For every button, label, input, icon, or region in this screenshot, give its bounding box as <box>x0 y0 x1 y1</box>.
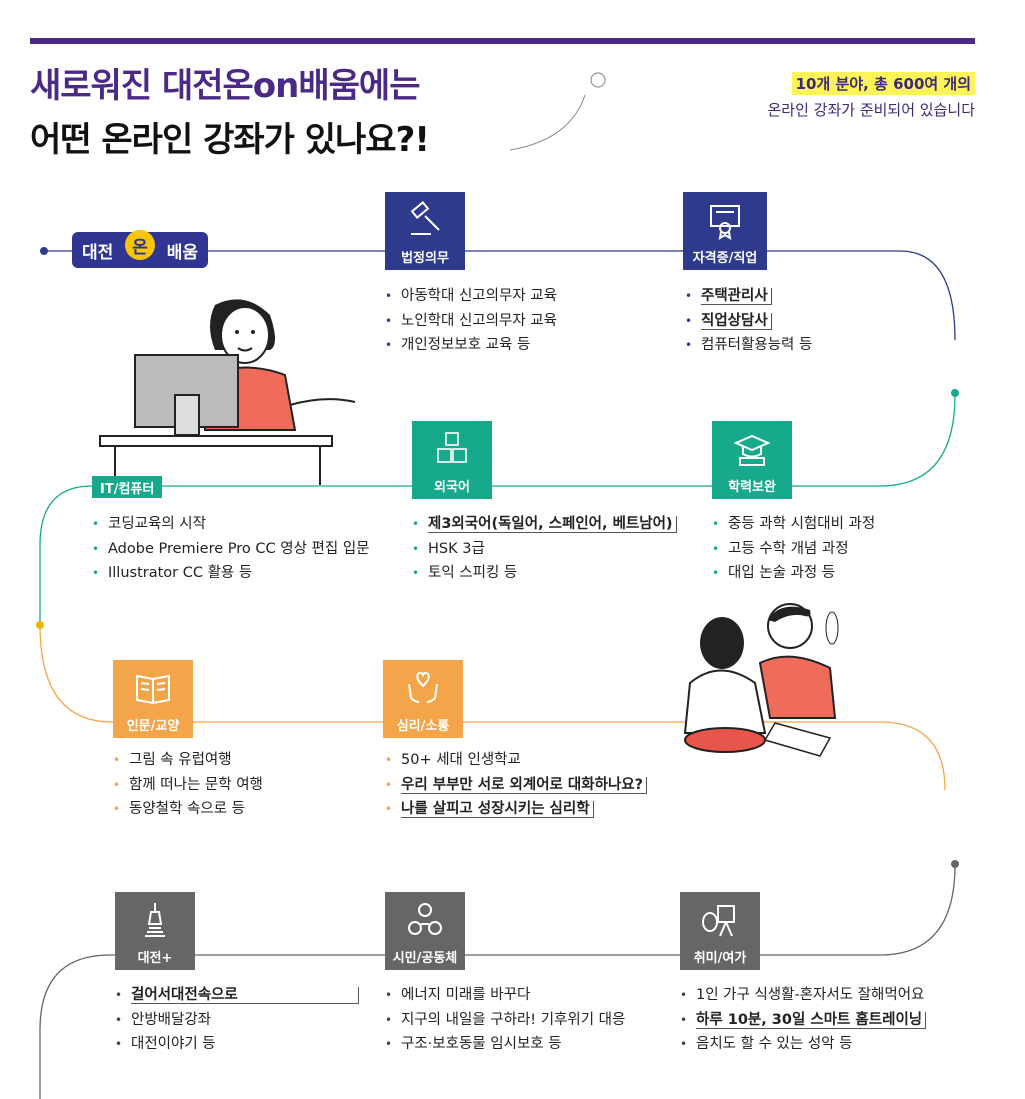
academic-support-list: 중등 과학 시험대비 과정 고등 수학 개념 과정 대입 논술 과정 등 <box>712 512 875 586</box>
hobby-leisure-list: 1인 가구 식생활-혼자서도 잘해먹어요 하루 10분, 30일 스마트 홈트레… <box>680 983 927 1057</box>
list-item: 직업상담사 <box>685 309 812 334</box>
logo-right: 배움 <box>166 242 198 263</box>
subtitle-line-2: 온라인 강좌가 준비되어 있습니다 <box>767 101 975 119</box>
daejeon-on-logo: 대전 온 배움 <box>72 230 208 268</box>
category-label: 심리/소통 <box>396 719 450 734</box>
gavel-icon <box>385 192 465 247</box>
subtitle-highlight: 10개 분야, 총 600여 개의 <box>791 72 975 95</box>
it-computer-list: 코딩교육의 시작 Adobe Premiere Pro CC 영상 편집 입문 … <box>92 512 370 586</box>
list-item: 고등 수학 개념 과정 <box>712 537 875 562</box>
list-item: 대입 논술 과정 등 <box>712 561 875 586</box>
tower-icon <box>115 892 195 947</box>
book-icon <box>113 660 193 715</box>
certificate-job-list: 주택관리사 직업상담사 컴퓨터활용능력 등 <box>685 284 812 358</box>
daejeon-plus-list: 걸어서대전속으로 안방배달강좌 대전이야기 등 <box>115 983 359 1057</box>
list-item: HSK 3급 <box>412 537 677 562</box>
legal-duty-box: 법정의무 <box>385 192 465 270</box>
title-line-1: 새로워진 대전온on배움에는 <box>30 66 420 106</box>
list-item: 안방배달강좌 <box>115 1008 359 1033</box>
certificate-icon <box>683 192 767 247</box>
list-item: 주택관리사 <box>685 284 812 309</box>
list-item: 걸어서대전속으로 <box>115 983 359 1008</box>
list-item: 우리 부부만 서로 외계어로 대화하나요? <box>385 773 648 798</box>
list-item: 토익 스피킹 등 <box>412 561 677 586</box>
list-item: 음치도 할 수 있는 성악 등 <box>680 1032 926 1057</box>
top-accent-bar <box>30 38 975 44</box>
list-item: 코딩교육의 시작 <box>92 512 370 537</box>
counseling-illustration <box>683 603 839 757</box>
list-item: 구조·보호동물 임시보호 등 <box>385 1032 625 1057</box>
person-computer-illustration <box>99 299 356 485</box>
list-item: 나를 살피고 성장시키는 심리학 <box>385 797 647 822</box>
highlighted-item: 직업상담사 <box>701 312 772 330</box>
list-item: 1인 가구 식생활-혼자서도 잘해먹어요 <box>680 983 926 1008</box>
category-label: 외국어 <box>434 480 470 495</box>
category-label: 학력보완 <box>728 480 776 495</box>
heart-hands-icon <box>383 660 463 715</box>
foreign-language-box: 외국어 <box>412 421 492 499</box>
list-item: 50+ 세대 인생학교 <box>385 748 647 773</box>
foreign-language-list: 제3외국어(독일어, 스페인어, 베트남어) HSK 3급 토익 스피킹 등 <box>412 512 677 586</box>
daejeon-plus-box: 대전+ <box>115 892 195 970</box>
list-item: 동양철학 속으로 등 <box>113 797 263 822</box>
certificate-job-box: 자격증/직업 <box>683 192 767 270</box>
highlighted-item: 우리 부부만 서로 외계어로 대화하나요? <box>401 776 648 794</box>
highlighted-item: 제3외국어(독일어, 스페인어, 베트남어) <box>428 516 677 533</box>
category-label: 법정의무 <box>401 251 449 266</box>
list-item: 노인학대 신고의무자 교육 <box>385 309 557 334</box>
list-item: 함께 떠나는 문학 여행 <box>113 773 263 798</box>
citizen-community-list: 에너지 미래를 바꾸다 지구의 내일을 구하라! 기후위기 대응 구조·보호동물… <box>385 983 625 1057</box>
list-item: 아동학대 신고의무자 교육 <box>385 284 557 309</box>
list-item: 컴퓨터활용능력 등 <box>685 333 812 358</box>
legal-duty-list: 아동학대 신고의무자 교육 노인학대 신고의무자 교육 개인정보보호 교육 등 <box>385 284 557 358</box>
list-item: 중등 과학 시험대비 과정 <box>712 512 875 537</box>
psychology-list: 50+ 세대 인생학교 우리 부부만 서로 외계어로 대화하나요? 나를 살피고… <box>385 748 648 822</box>
graduation-cap-icon <box>712 421 792 476</box>
it-computer-tag: IT/컴퓨터 <box>92 476 163 498</box>
hobby-leisure-box: 취미/여가 <box>680 892 760 970</box>
logo-left: 대전 <box>82 242 114 263</box>
community-network-icon <box>385 892 465 947</box>
list-item: 개인정보보호 교육 등 <box>385 333 557 358</box>
list-item: 제3외국어(독일어, 스페인어, 베트남어) <box>412 512 677 537</box>
list-item: 에너지 미래를 바꾸다 <box>385 983 625 1008</box>
highlighted-item: 주택관리사 <box>701 288 772 305</box>
category-label: 취미/여가 <box>693 951 747 966</box>
highlighted-item: 나를 살피고 성장시키는 심리학 <box>401 801 594 818</box>
list-item: Adobe Premiere Pro CC 영상 편집 입문 <box>92 537 370 562</box>
academic-support-box: 학력보완 <box>712 421 792 499</box>
abc-blocks-icon <box>412 421 492 476</box>
psychology-box: 심리/소통 <box>383 660 463 738</box>
list-item: 그림 속 유럽여행 <box>113 748 263 773</box>
humanities-list: 그림 속 유럽여행 함께 떠나는 문학 여행 동양철학 속으로 등 <box>113 748 263 822</box>
category-label: 시민/공동체 <box>392 951 458 966</box>
category-label: 인문/교양 <box>126 719 180 734</box>
list-item: Illustrator CC 활용 등 <box>92 561 370 586</box>
highlighted-item: 걸어서대전속으로 <box>131 987 359 1004</box>
category-label: 대전+ <box>137 951 173 966</box>
list-item: 하루 10분, 30일 스마트 홈트레이닝 <box>680 1008 927 1033</box>
highlighted-item: 하루 10분, 30일 스마트 홈트레이닝 <box>696 1011 927 1029</box>
art-easel-icon <box>680 892 760 947</box>
list-item: 대전이야기 등 <box>115 1032 359 1057</box>
logo-circle: 온 <box>125 230 155 260</box>
list-item: 지구의 내일을 구하라! 기후위기 대응 <box>385 1008 625 1033</box>
humanities-box: 인문/교양 <box>113 660 193 738</box>
citizen-community-box: 시민/공동체 <box>385 892 465 970</box>
title-line-2: 어떤 온라인 강좌가 있나요?! <box>30 120 430 160</box>
category-label: 자격증/직업 <box>692 251 758 266</box>
